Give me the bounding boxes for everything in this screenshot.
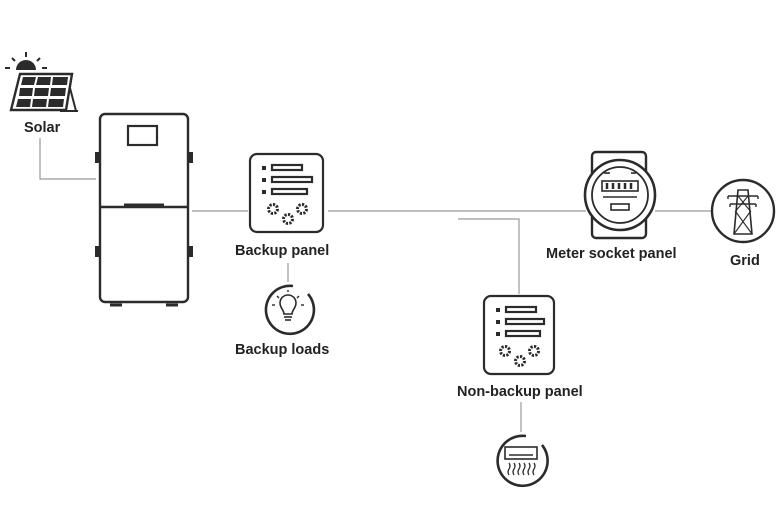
non-backup-panel-label: Non-backup panel	[457, 384, 583, 400]
meter-socket-panel-label: Meter socket panel	[546, 246, 677, 262]
backup-panel-icon	[248, 152, 325, 234]
meter-to-non-backup-panel-line	[458, 218, 520, 294]
light-bulb-icon	[264, 284, 316, 336]
solar-to-battery-line	[39, 138, 96, 180]
non-backup-panel-icon	[482, 294, 556, 376]
connection-lines	[39, 138, 713, 432]
air-conditioner-icon	[496, 434, 549, 488]
backup-panel-label: Backup panel	[235, 243, 330, 259]
solar-label: Solar	[24, 120, 61, 136]
battery-cabinet-icon	[95, 112, 193, 307]
backup-loads-label: Backup loads	[235, 342, 330, 358]
electric-meter-icon	[583, 150, 657, 240]
transmission-tower-icon	[710, 178, 776, 244]
solar-panel-icon	[5, 52, 78, 112]
grid-label: Grid	[730, 253, 760, 269]
